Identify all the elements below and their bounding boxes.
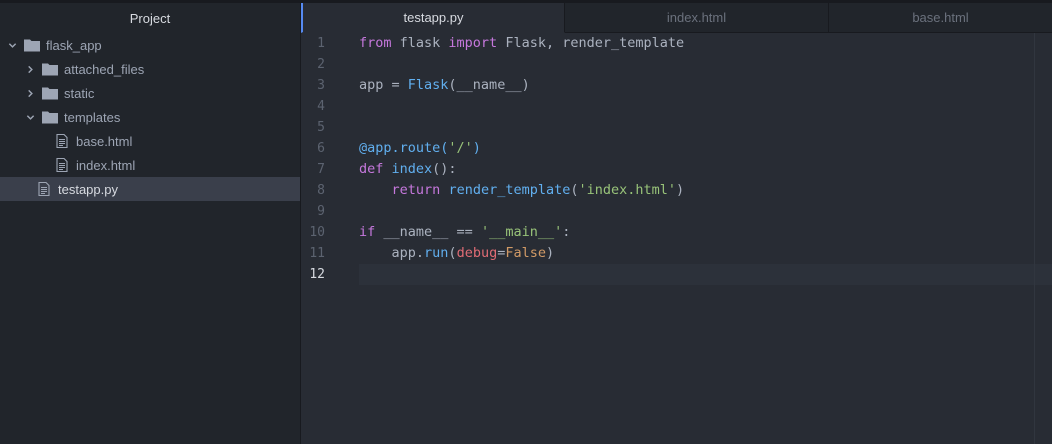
line-number: 9 [317, 204, 325, 219]
code-token: Flask, render_template [497, 35, 685, 51]
code-token: @app.route( [359, 140, 449, 156]
code-token: if [359, 224, 376, 240]
code-token: def [359, 161, 384, 177]
file-text-icon [54, 133, 70, 149]
code-line[interactable] [359, 201, 1052, 222]
code-token: Flask [407, 77, 449, 93]
code-token [359, 182, 392, 198]
chevron-down-icon[interactable] [24, 111, 36, 123]
code-line[interactable]: from flask import Flask, render_template [359, 33, 1052, 54]
tree-item-flask-app[interactable]: flask_app [0, 33, 300, 57]
tree-item-attached-files[interactable]: attached_files [0, 57, 300, 81]
code-line[interactable]: return render_template('index.html') [359, 180, 1052, 201]
code-line[interactable]: app.run(debug=False) [359, 243, 1052, 264]
line-number: 4 [317, 99, 325, 114]
code-token: (__name__) [448, 77, 530, 93]
code-token: False [505, 245, 546, 261]
line-number: 6 [317, 141, 325, 156]
code-token: 'index.html' [578, 182, 677, 198]
code-token: return [391, 182, 441, 198]
chevron-right-icon[interactable] [24, 63, 36, 75]
line-number: 5 [317, 120, 325, 135]
code-token: run [424, 245, 449, 261]
tree-item-templates[interactable]: templates [0, 105, 300, 129]
tree-item-label: flask_app [46, 37, 102, 53]
tree-item-label: static [64, 85, 95, 101]
tree-item-base-html[interactable]: base.html [0, 129, 300, 153]
tab-testapp-py[interactable]: testapp.py [301, 3, 565, 33]
line-number: 12 [309, 267, 325, 282]
file-text-icon [36, 181, 52, 197]
code-line[interactable] [359, 96, 1052, 117]
code-token: flask [391, 35, 449, 51]
code-line[interactable] [359, 117, 1052, 138]
tab-bar: testapp.py index.html base.html [301, 0, 1052, 33]
folder-icon [24, 37, 40, 53]
line-number: 11 [309, 246, 325, 261]
code-token: __name__ == [375, 224, 481, 240]
code-token: from [359, 35, 392, 51]
code-token: ( [448, 245, 457, 261]
code-token: '/' [448, 140, 473, 156]
tree-item-label: templates [64, 109, 121, 125]
code-line[interactable]: app = Flask(__name__) [359, 75, 1052, 96]
file-text-icon [54, 157, 70, 173]
line-number: 8 [317, 183, 325, 198]
wrap-guide [1034, 33, 1035, 444]
code-token: : [562, 224, 571, 240]
tree-item-label: attached_files [64, 61, 145, 77]
code-token: render_template [448, 182, 571, 198]
code-lines[interactable]: from flask import Flask, render_template… [359, 33, 1052, 285]
code-line[interactable] [359, 264, 1052, 285]
code-token: import [448, 35, 498, 51]
project-panel-title: Project [0, 0, 300, 33]
code-token: '__main__' [480, 224, 563, 240]
tree-item-index-html[interactable]: index.html [0, 153, 300, 177]
line-number: 10 [309, 225, 325, 240]
tree-item-testapp-py[interactable]: testapp.py [0, 177, 300, 201]
code-token: app. [359, 245, 425, 261]
code-token [383, 161, 391, 177]
line-number: 7 [317, 162, 325, 177]
line-number: 3 [317, 78, 325, 93]
code-line[interactable]: @app.route('/') [359, 138, 1052, 159]
folder-icon [42, 85, 58, 101]
code-token: = [497, 245, 506, 261]
code-line[interactable]: def index(): [359, 159, 1052, 180]
code-token: ( [570, 182, 579, 198]
code-token: index [391, 161, 433, 177]
chevron-right-icon[interactable] [24, 87, 36, 99]
tree-item-label: testapp.py [58, 181, 118, 197]
code-token: ) [545, 245, 555, 261]
code-token: app = [359, 77, 408, 93]
chevron-down-icon[interactable] [6, 39, 18, 51]
code-line[interactable]: if __name__ == '__main__': [359, 222, 1052, 243]
tab-base-html[interactable]: base.html [829, 3, 1052, 33]
tree-item-label: base.html [76, 133, 133, 149]
tree-item-static[interactable]: static [0, 81, 300, 105]
code-token: debug [456, 245, 498, 261]
code-token: (): [432, 161, 457, 177]
code-token: ) [472, 140, 481, 156]
tab-index-html[interactable]: index.html [565, 3, 829, 33]
folder-icon [42, 61, 58, 77]
code-line[interactable] [359, 54, 1052, 75]
code-token: ) [676, 182, 685, 198]
line-number: 2 [317, 57, 325, 72]
folder-icon [42, 109, 58, 125]
line-number: 1 [317, 36, 325, 51]
tree-item-label: index.html [76, 157, 136, 173]
